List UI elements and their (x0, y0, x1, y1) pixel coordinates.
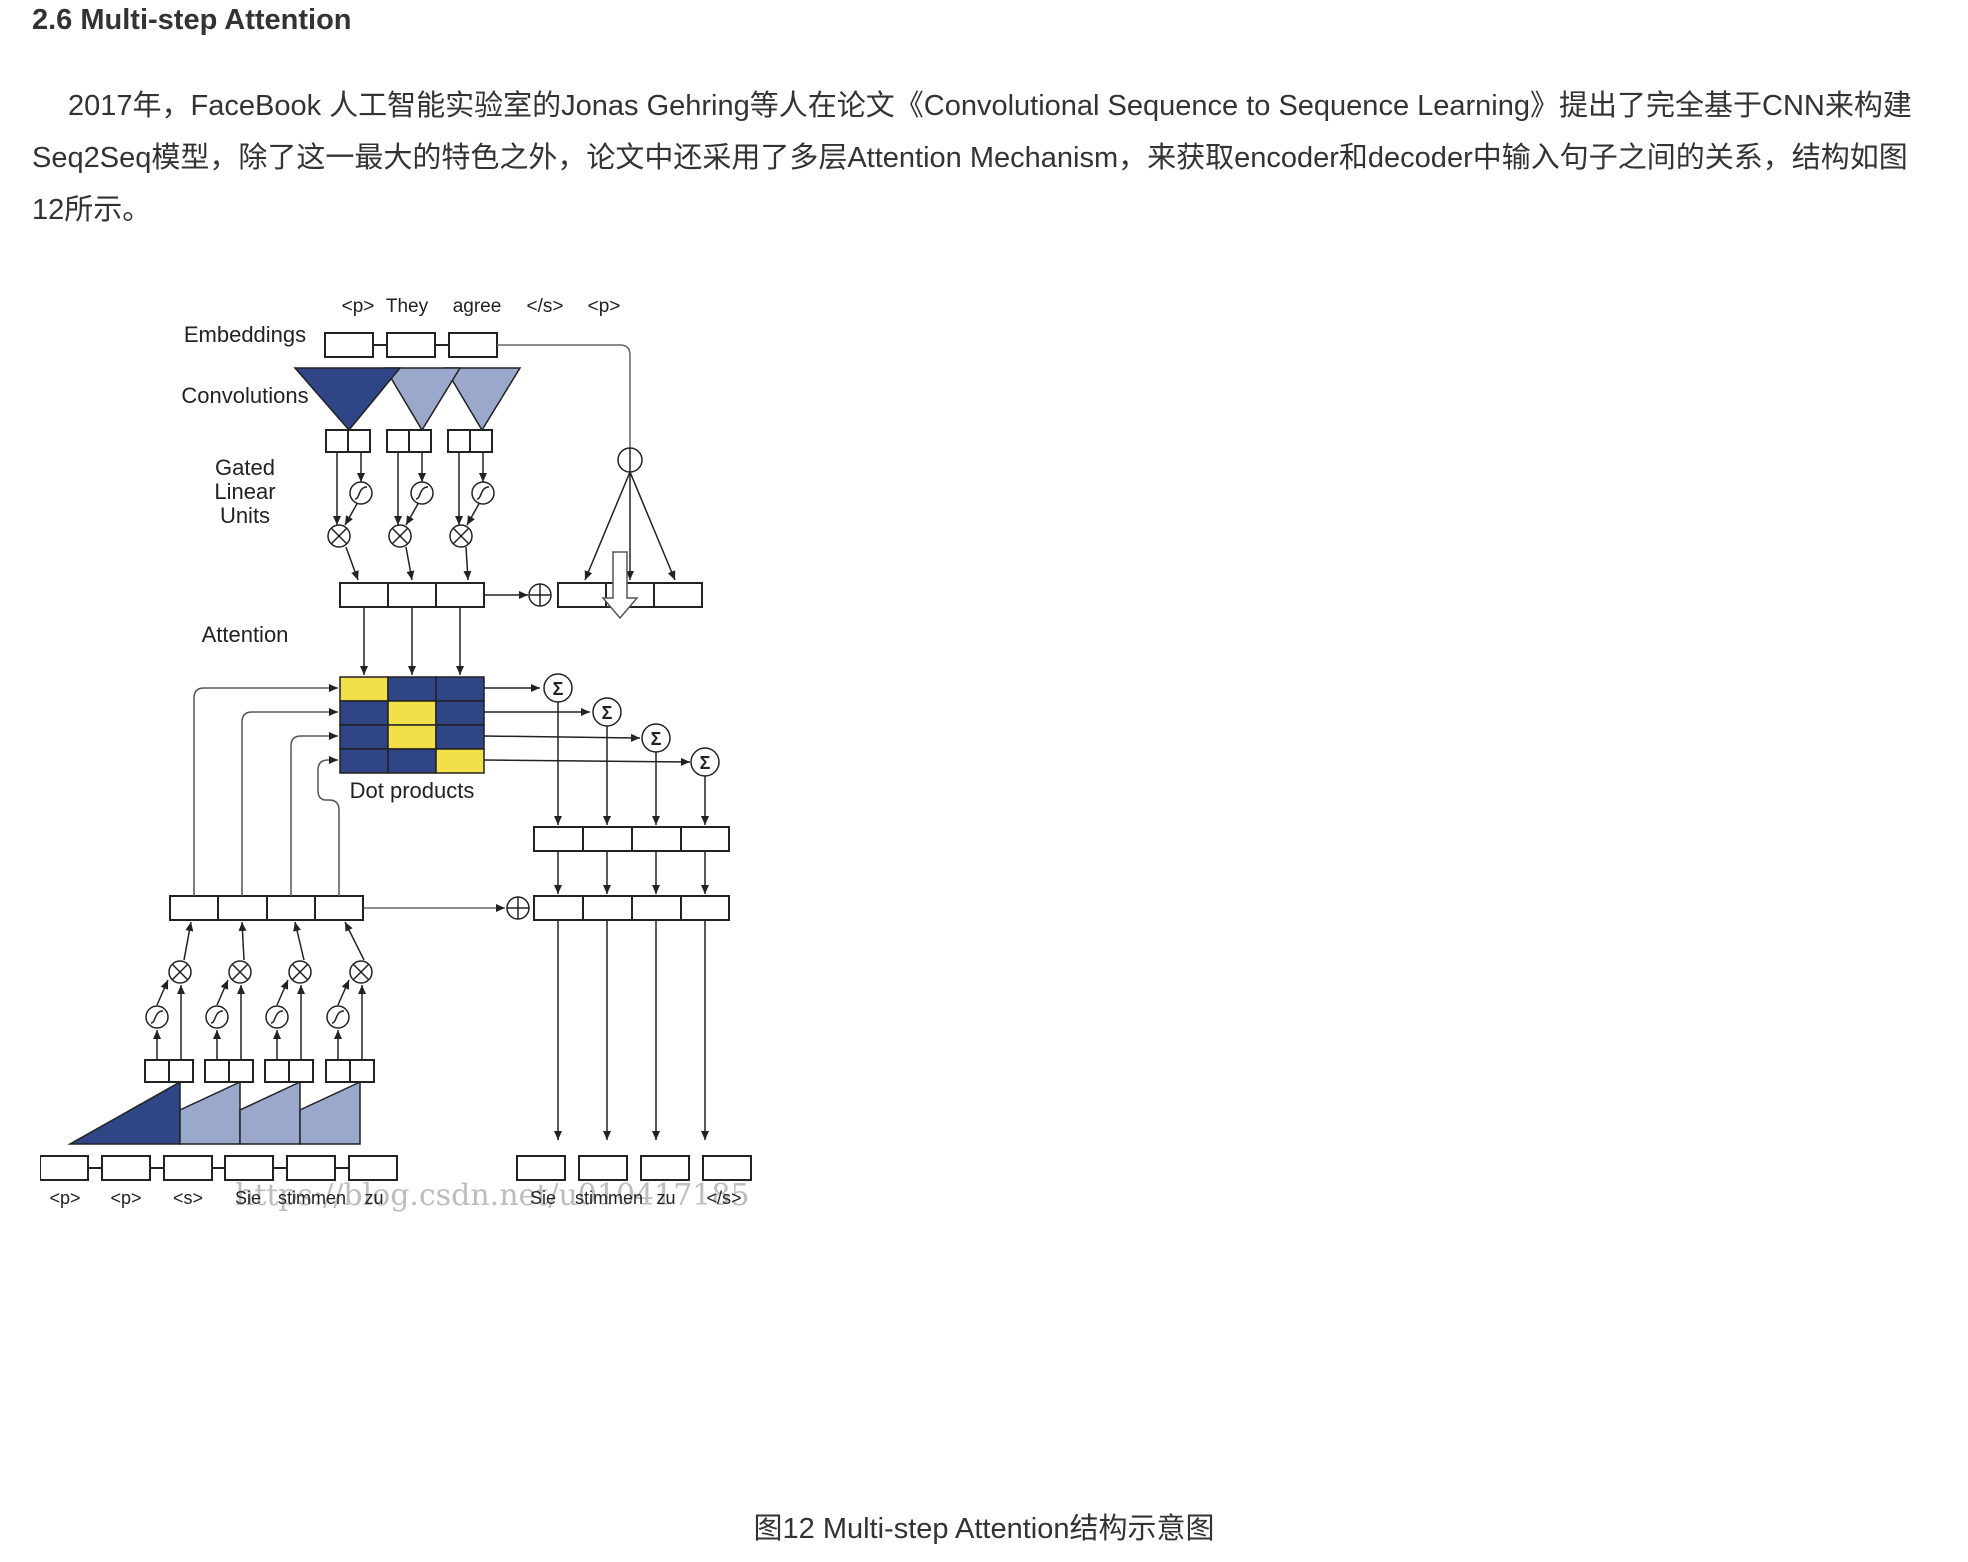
decoder-states-row (339, 582, 485, 608)
conv-trapezoid-light (179, 1080, 241, 1145)
body-paragraph: 2017年，FaceBook 人工智能实验室的Jonas Gehring等人在论… (32, 90, 1912, 226)
embedding-skip-line (497, 344, 631, 448)
plus-icon-top (528, 583, 552, 607)
top-token: </s> (527, 296, 564, 317)
bottom-left-token-labels: <p> <p> <s> Sie stimmen zu (49, 1188, 383, 1208)
decoder-output-boxes (516, 1155, 752, 1181)
output-row (533, 895, 730, 921)
label-embeddings: Embeddings (184, 322, 306, 347)
conv-triangle-dark (67, 1080, 181, 1145)
bottom-token: Sie (235, 1188, 261, 1208)
bottom-token: <p> (110, 1188, 141, 1208)
conv-triangle-dark (293, 367, 402, 432)
top-token: agree (453, 296, 502, 317)
bottom-token: zu (656, 1188, 675, 1208)
bottom-token: zu (364, 1188, 383, 1208)
sigmoid-icon (145, 1005, 169, 1029)
context-row (533, 826, 730, 852)
label-glu-line3: Units (220, 503, 270, 528)
plus-icon-bottom (506, 896, 530, 920)
sigmoid-icon (349, 481, 373, 505)
bottom-token: </s> (706, 1188, 741, 1208)
sigmoid-icon (326, 1005, 350, 1029)
copy-icon (584, 447, 676, 581)
sigma-icons: Σ Σ Σ Σ (543, 673, 720, 777)
label-glu-line1: Gated (215, 455, 275, 480)
bottom-token: Sie (530, 1188, 556, 1208)
bottom-token: <s> (173, 1188, 203, 1208)
section-heading: 2.6 Multi-step Attention (32, 4, 352, 36)
top-token: <p> (588, 296, 621, 317)
top-token-labels: <p> They agree </s> <p> (342, 296, 621, 317)
bottom-right-token-labels: Sie stimmen zu </s> (530, 1188, 742, 1208)
hollow-down-arrow-icon (601, 551, 639, 620)
encoder-embeddings (40, 1155, 398, 1181)
label-glu-line2: Linear (214, 479, 275, 504)
label-dot-products: Dot products (350, 778, 475, 803)
bottom-token: <p> (49, 1188, 80, 1208)
top-glu (333, 452, 487, 526)
bottom-multiply-icons (168, 960, 373, 984)
conv-trapezoid-light (299, 1080, 361, 1145)
encoder-output-row (169, 895, 364, 921)
sigmoid-icon (265, 1005, 289, 1029)
sigmoid-icon (410, 481, 434, 505)
watermark: https://blog.csdn.net/u010417185 (235, 1178, 750, 1213)
sigmoid-icon (205, 1005, 229, 1029)
sigma-symbol: Σ (553, 679, 564, 699)
figure-multi-step-attention: Embeddings Convolutions Gated Linear Uni… (40, 280, 960, 1450)
conv-triangle-light (443, 367, 522, 432)
sigmoid-icon (471, 481, 495, 505)
top-token: <p> (342, 296, 375, 317)
label-attention: Attention (202, 622, 289, 647)
top-sigmoid-icons (349, 481, 495, 505)
figure-caption: 图12 Multi-step Attention结构示意图 (753, 1513, 1215, 1545)
sigma-symbol: Σ (651, 729, 662, 749)
attention-matrix (339, 676, 485, 774)
conv-triangle-light (383, 367, 462, 432)
bottom-sigmoid-icons (145, 1005, 350, 1029)
sigma-symbol: Σ (700, 753, 711, 773)
conv-trapezoid-light (239, 1080, 301, 1145)
bottom-token: stimmen (278, 1188, 346, 1208)
top-multiply-icons (327, 524, 473, 548)
top-embeddings (324, 332, 498, 358)
bottom-token: stimmen (575, 1188, 643, 1208)
top-token: They (386, 296, 429, 317)
label-convolutions: Convolutions (181, 383, 308, 408)
top-conv-outputs (325, 429, 493, 453)
bottom-conv-outputs (144, 1059, 375, 1083)
sigma-symbol: Σ (602, 703, 613, 723)
